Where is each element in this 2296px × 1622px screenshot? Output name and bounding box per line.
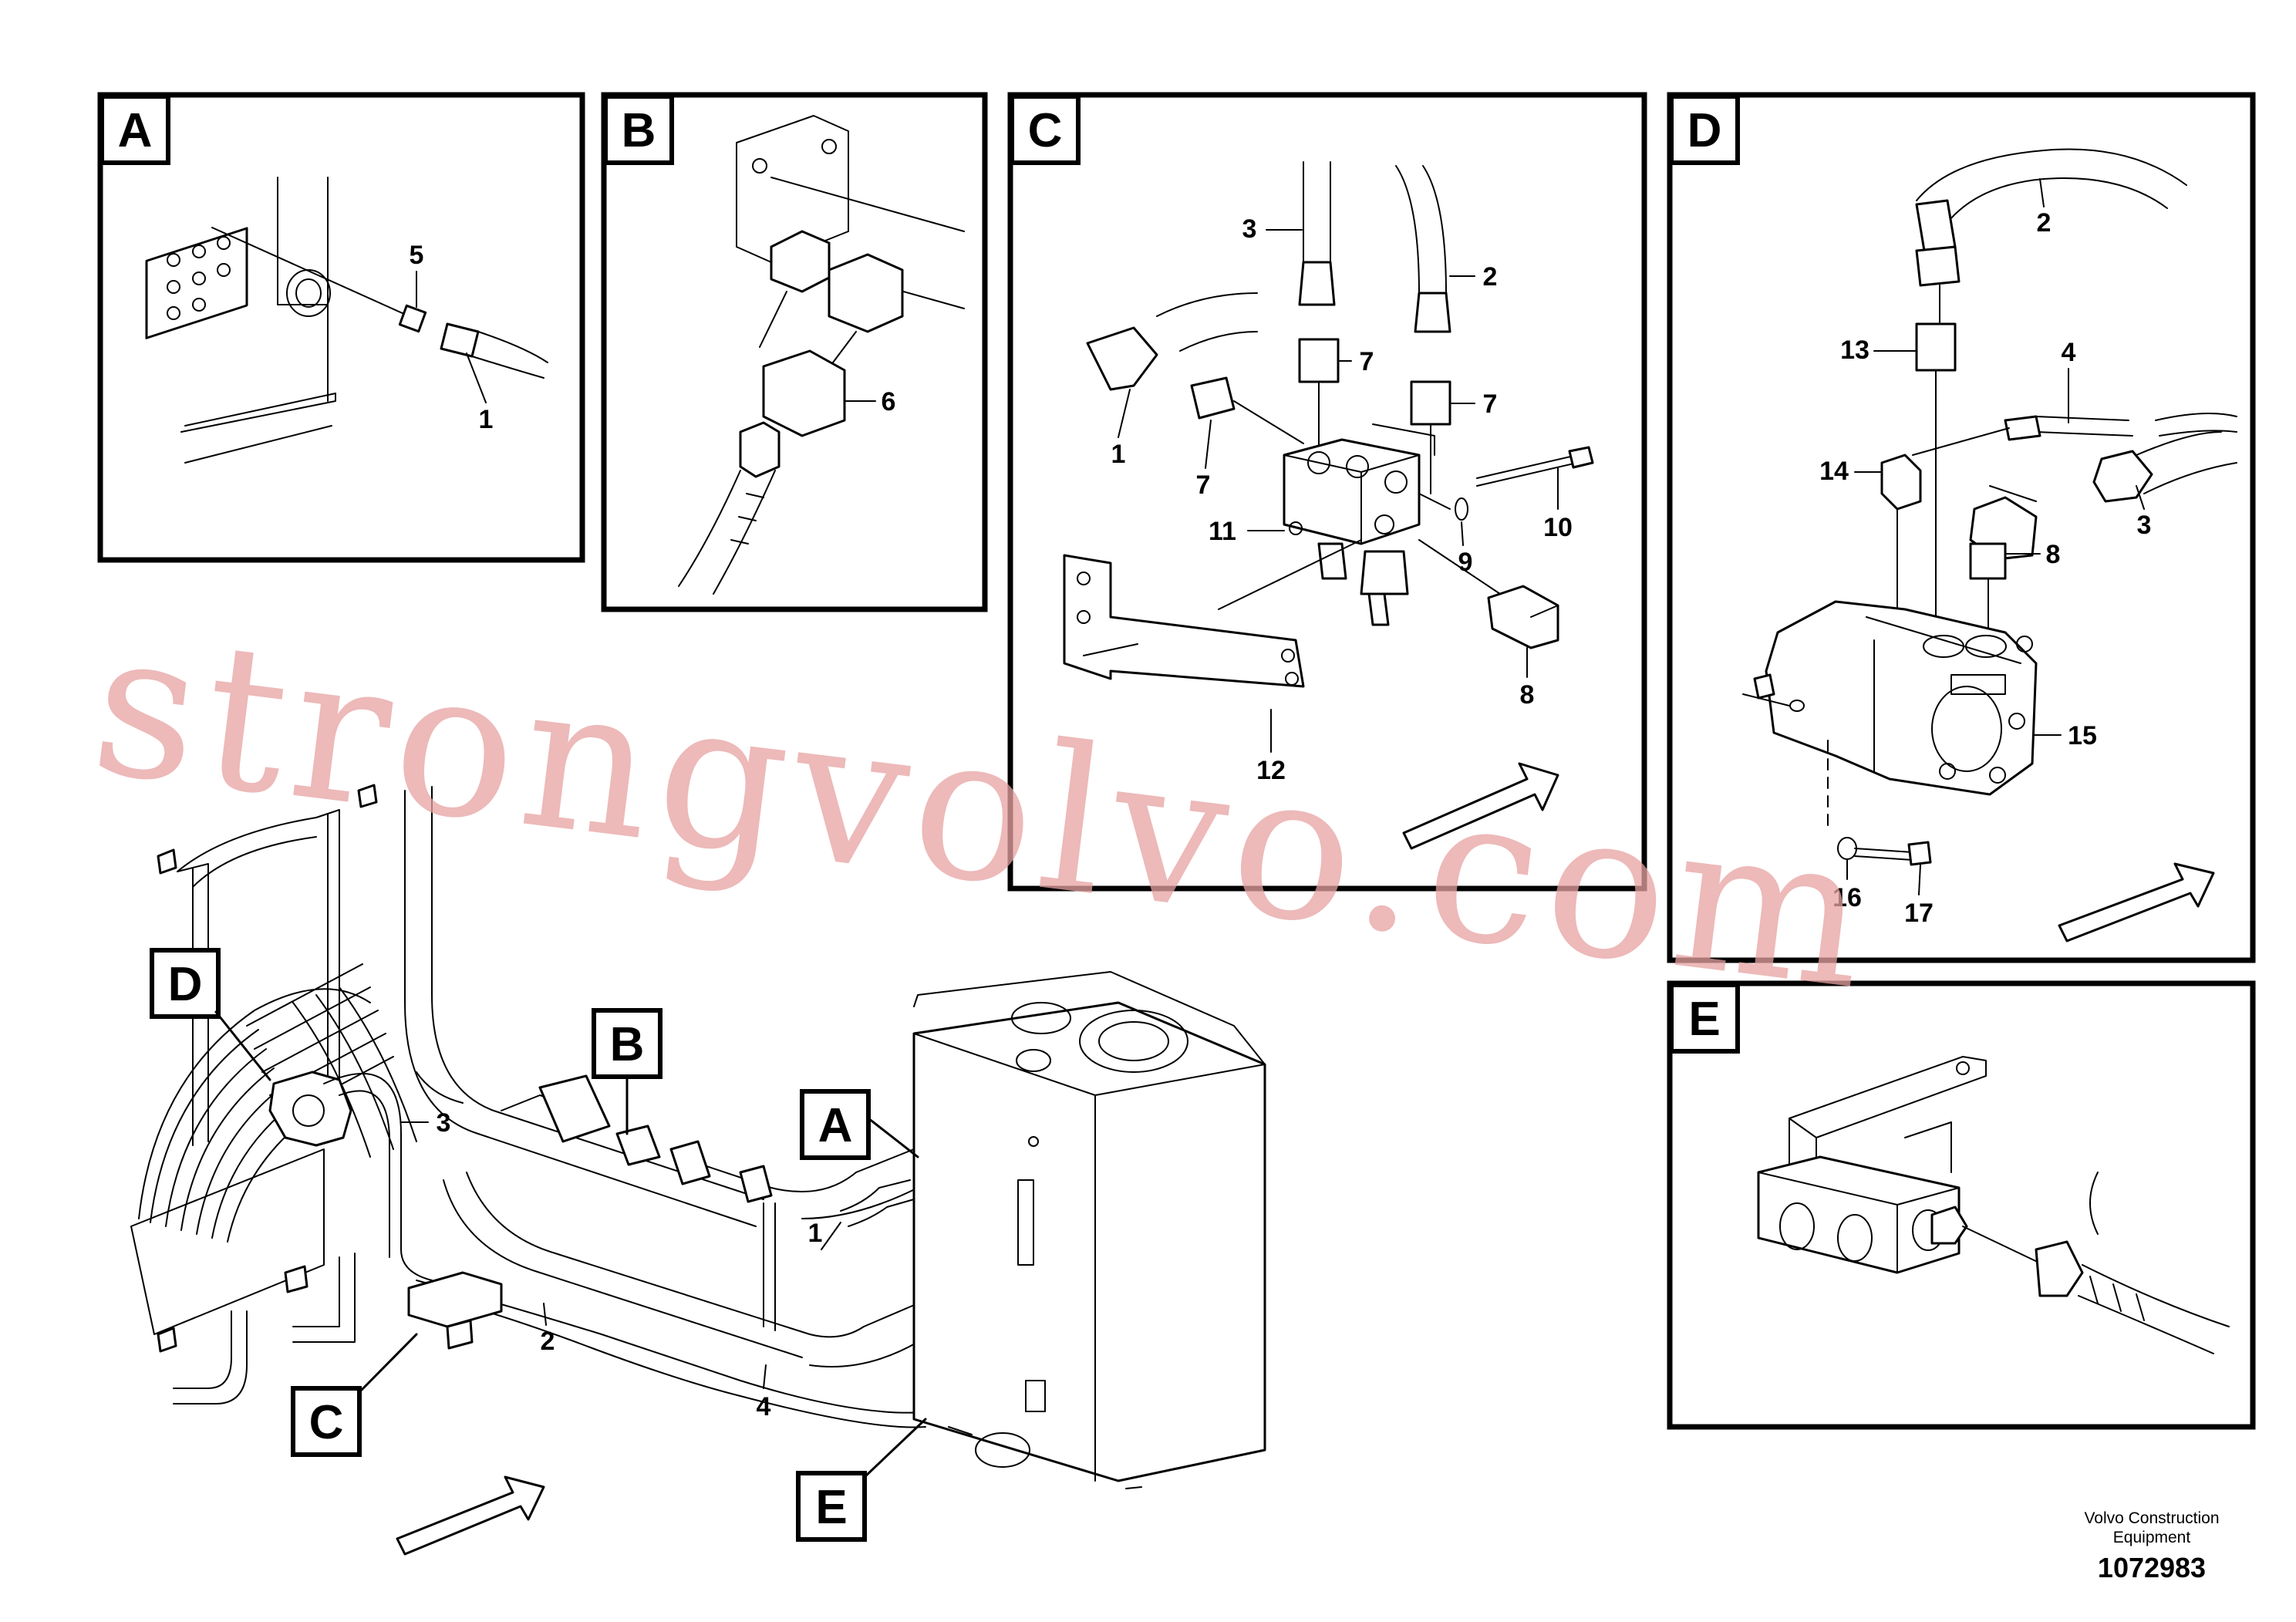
callout-1: 1 bbox=[479, 405, 494, 434]
main-callouts: 3 1 2 4 bbox=[400, 1108, 841, 1421]
detail-panel-b: B 6 bbox=[601, 92, 988, 612]
valve-block-c bbox=[407, 1271, 503, 1328]
main-tag-b: B bbox=[610, 1018, 645, 1071]
callout-7b: 7 bbox=[1483, 389, 1498, 419]
callout-13: 13 bbox=[1840, 336, 1870, 365]
main-tag-c-box bbox=[291, 1386, 362, 1457]
main-callout-4: 4 bbox=[757, 1392, 771, 1421]
main-assembly: D B A C E 3 1 2 4 bbox=[130, 784, 1266, 1556]
main-callout-1: 1 bbox=[808, 1219, 823, 1248]
main-tag-a: A bbox=[818, 1099, 853, 1152]
fan-guard bbox=[130, 784, 417, 1404]
panel-d-tag-box bbox=[1669, 94, 1740, 165]
callout-15: 15 bbox=[2068, 721, 2097, 750]
callout-16: 16 bbox=[1832, 883, 1862, 912]
callout-9: 9 bbox=[1458, 548, 1473, 577]
callout-8d: 8 bbox=[2046, 540, 2061, 569]
main-tag-a-box bbox=[800, 1089, 871, 1160]
detail-panel-d: D bbox=[1667, 92, 2256, 963]
main-tag-d-box bbox=[150, 948, 221, 1019]
drawing-number: 1072983 bbox=[2098, 1552, 2206, 1583]
panel-a-drawing bbox=[145, 177, 548, 464]
detail-panel-a: A 5 1 bbox=[97, 92, 585, 563]
panel-e-drawing bbox=[1757, 1056, 2230, 1354]
main-tag-b-box bbox=[592, 1008, 663, 1079]
main-tag-d: D bbox=[168, 958, 203, 1011]
panel-b-drawing bbox=[678, 115, 965, 595]
callout-8c: 8 bbox=[1520, 680, 1535, 710]
watermark: strongvolvo.com bbox=[82, 586, 1886, 1035]
brand-line-2: Equipment bbox=[2113, 1529, 2191, 1546]
main-tag-e-box bbox=[796, 1471, 867, 1542]
panel-b-tag-box bbox=[603, 94, 674, 165]
panel-d-tag: D bbox=[1687, 104, 1722, 157]
callout-6: 6 bbox=[882, 387, 896, 416]
panel-e-tag: E bbox=[1688, 993, 1720, 1046]
panel-b-callouts: 6 bbox=[844, 387, 896, 416]
panel-e-tag-box bbox=[1669, 983, 1740, 1054]
detail-panel-c: C bbox=[1007, 92, 1647, 892]
callout-7a: 7 bbox=[1360, 347, 1374, 376]
fan-pump bbox=[268, 1071, 352, 1147]
main-tags: D B A C E bbox=[150, 948, 927, 1542]
panel-b-tag: B bbox=[622, 104, 656, 157]
panel-c-tag-box bbox=[1010, 94, 1081, 165]
brand-line-1: Volvo Construction bbox=[2084, 1509, 2219, 1527]
panel-a-tag: A bbox=[118, 104, 153, 157]
main-tag-c: C bbox=[309, 1396, 344, 1449]
callout-1c: 1 bbox=[1111, 440, 1126, 469]
direction-arrow bbox=[396, 1475, 545, 1556]
footer: Volvo Construction Equipment 1072983 bbox=[2084, 1509, 2219, 1583]
callout-2d: 2 bbox=[2037, 208, 2052, 238]
main-pipes bbox=[404, 786, 919, 1367]
panel-c-tag: C bbox=[1028, 104, 1063, 157]
callout-4d: 4 bbox=[2062, 338, 2076, 367]
callout-12: 12 bbox=[1256, 756, 1286, 785]
panel-a-callouts: 5 1 bbox=[410, 241, 494, 434]
callout-14: 14 bbox=[1819, 457, 1849, 486]
callout-3: 3 bbox=[1242, 214, 1257, 244]
panel-a-tag-box bbox=[99, 94, 170, 165]
panel-d-callouts: 2 13 4 14 3 8 15 16 17 bbox=[1819, 178, 2152, 928]
callout-3d: 3 bbox=[2137, 511, 2152, 540]
detail-panel-e: E bbox=[1667, 980, 2256, 1430]
panel-c-callouts: 3 2 7 7 1 7 11 9 10 8 12 bbox=[1111, 214, 1573, 785]
callout-7c: 7 bbox=[1196, 470, 1211, 500]
callout-5: 5 bbox=[410, 241, 424, 270]
main-callout-3: 3 bbox=[437, 1108, 451, 1138]
main-hoses bbox=[323, 1072, 934, 1428]
panel-c-drawing bbox=[1063, 161, 1594, 850]
callout-17: 17 bbox=[1904, 899, 1934, 928]
callout-2: 2 bbox=[1483, 262, 1498, 292]
callout-11: 11 bbox=[1209, 517, 1236, 546]
main-tag-e: E bbox=[815, 1481, 847, 1534]
hydraulic-tank bbox=[912, 971, 1266, 1489]
callout-10: 10 bbox=[1543, 513, 1573, 542]
main-callout-2: 2 bbox=[541, 1327, 555, 1356]
panel-d-drawing bbox=[1742, 148, 2237, 943]
